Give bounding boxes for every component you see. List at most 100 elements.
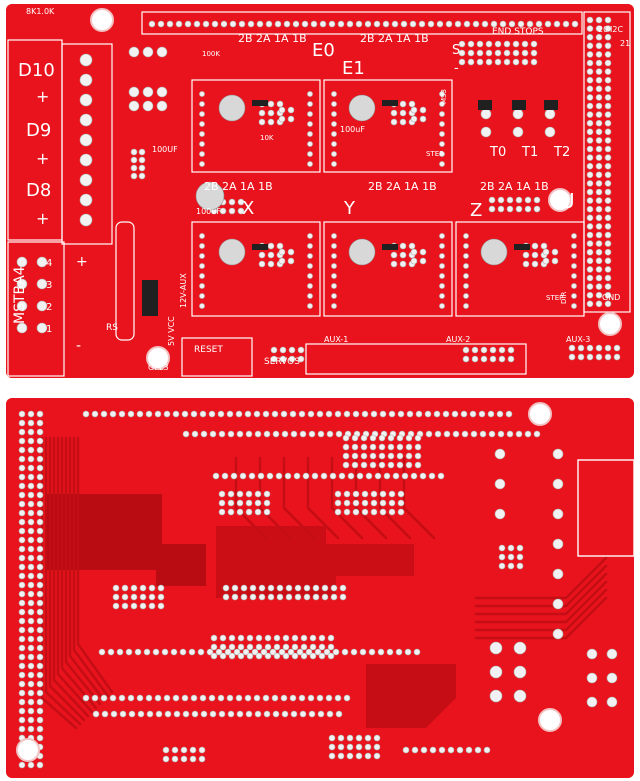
header-pin (27, 707, 35, 715)
top-row-pin (451, 410, 459, 418)
header-pin (36, 428, 44, 436)
header-pin (27, 725, 35, 733)
pin-block (245, 508, 253, 516)
pin-block (387, 452, 395, 460)
header-pin (18, 725, 26, 733)
cap-pin (130, 148, 138, 156)
pin-block (258, 584, 266, 592)
driver-pin (439, 233, 445, 239)
stepper-pins-e1: 2B 2A 1A 1B (360, 32, 429, 45)
electrolytic-capacitor (348, 94, 376, 122)
pin-row (164, 710, 172, 718)
header-pin (586, 119, 594, 127)
pin-block (342, 443, 350, 451)
driver-pin (571, 303, 577, 309)
jumper-pin (390, 251, 398, 259)
pin-block (309, 643, 317, 651)
power-pad (36, 278, 48, 290)
jumper-pin (267, 260, 275, 268)
pin-block (157, 584, 165, 592)
header-pin (27, 545, 35, 553)
pin-block (369, 434, 377, 442)
trace (474, 580, 608, 624)
stepper-header-pin (497, 196, 505, 204)
pin-block (346, 734, 354, 742)
pin-block (516, 544, 524, 552)
top-header-pin (544, 20, 552, 28)
top-row-pin (217, 410, 225, 418)
header-pin (18, 635, 26, 643)
header-pin (604, 274, 612, 282)
pin-block (352, 499, 360, 507)
pin-row (127, 694, 135, 702)
pin-block (219, 643, 227, 651)
pin-row (413, 648, 421, 656)
trace (402, 456, 436, 540)
label-endstops: END STOPS (492, 27, 544, 37)
jumper-pin (399, 100, 407, 108)
header-pin (595, 128, 603, 136)
top-header-pin (571, 20, 579, 28)
header-pin (604, 205, 612, 213)
smd-part (512, 100, 526, 110)
pin-block (263, 499, 271, 507)
top-row-pin (343, 410, 351, 418)
resistor (382, 100, 398, 106)
pin-block (414, 434, 422, 442)
header-pin (18, 536, 26, 544)
header-pin (36, 662, 44, 670)
motor-pin (410, 106, 418, 114)
endstop-pin (467, 49, 475, 57)
pin-block (369, 461, 377, 469)
aux3-pin (577, 353, 585, 361)
top-row-pin (505, 410, 513, 418)
header-pin (27, 536, 35, 544)
header-pin (604, 162, 612, 170)
stepper-slot-z (455, 221, 585, 317)
top-row-pin (136, 410, 144, 418)
top-row-pin (334, 410, 342, 418)
jumper-pin (390, 109, 398, 117)
jumper-pin (267, 118, 275, 126)
header-pin (586, 171, 594, 179)
driver-pin (331, 283, 337, 289)
driver-pin (199, 263, 205, 269)
pin-row (137, 710, 145, 718)
header-pin (586, 188, 594, 196)
pin-row (271, 694, 279, 702)
header-pin (18, 644, 26, 652)
pin-row (447, 746, 455, 754)
aux3-pin (604, 344, 612, 352)
power-pad (36, 322, 48, 334)
header-pin (36, 689, 44, 697)
pin-block (318, 643, 326, 651)
header-pin (27, 572, 35, 580)
pin-block (318, 634, 326, 642)
header-pin (595, 68, 603, 75)
driver-pin (439, 161, 445, 167)
pin-row (329, 472, 337, 480)
pin-block (516, 562, 524, 570)
fet-pad (142, 100, 154, 112)
pin-row (392, 472, 400, 480)
header-pin (586, 274, 594, 282)
label-20: 20 (598, 25, 608, 34)
cap-pin (138, 148, 146, 156)
top-row-pin (370, 410, 378, 418)
top-header-pin (445, 20, 453, 28)
usb-outline (577, 459, 634, 557)
pin-row (181, 694, 189, 702)
header-pin (586, 283, 594, 290)
driver-pin (439, 273, 445, 279)
header-pin (18, 545, 26, 553)
driver-pin (571, 253, 577, 259)
pin-block (218, 490, 226, 498)
top-header-pin (337, 20, 345, 28)
pin-row (314, 648, 322, 656)
stepper-slot-x (191, 221, 321, 317)
top-header-pin (418, 20, 426, 28)
fet-pad (142, 86, 154, 98)
stepper-slot-e1 (323, 79, 453, 173)
header-pin (604, 240, 612, 247)
pin-row (311, 472, 319, 480)
